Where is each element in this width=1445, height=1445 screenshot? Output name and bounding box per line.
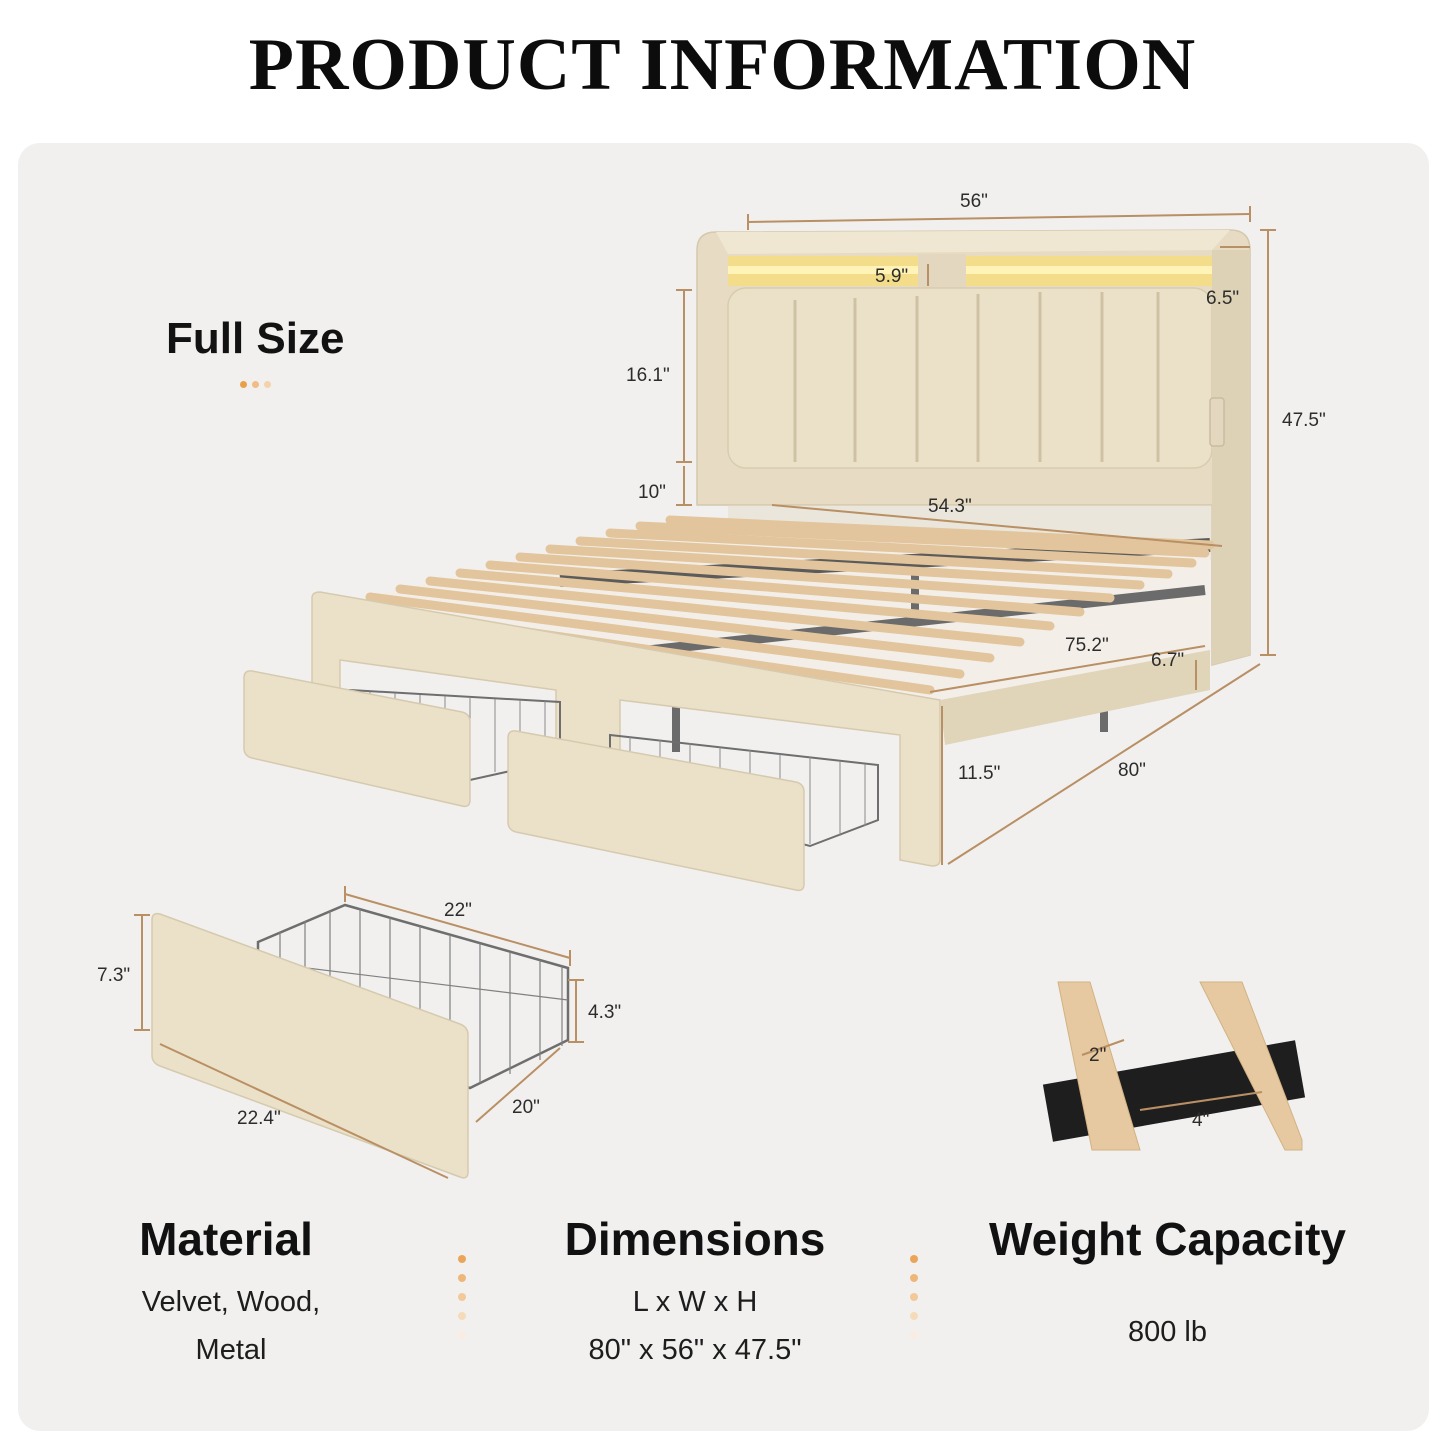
usb-port <box>1209 397 1225 447</box>
dim-inner-length: 75.2" <box>1065 635 1109 656</box>
dim-shelf-height: 5.9" <box>875 266 909 287</box>
dim-shelf-depth: 6.5" <box>1206 288 1240 309</box>
dim-front-height: 7.3" <box>97 965 131 986</box>
spec-weight-value: 800 lb <box>1127 1316 1207 1348</box>
dim-front-length: 22.4" <box>237 1108 281 1129</box>
drawer-left-front <box>243 670 471 808</box>
drawer-detail-illustration <box>134 886 584 1179</box>
drawer-detail-front <box>151 912 469 1179</box>
dim-inner-width: 54.3" <box>928 496 972 517</box>
spec-material-line1: Velvet, Wood, <box>141 1286 321 1318</box>
dim-clearance: 6.7" <box>1151 650 1185 671</box>
side-rail <box>940 650 1210 745</box>
dim-basket-depth: 20" <box>512 1097 540 1118</box>
spec-material-title: Material <box>139 1213 313 1265</box>
drawer-right-front <box>507 730 805 892</box>
page-title: PRODUCT INFORMATION <box>248 24 1197 106</box>
size-label-dots <box>240 375 276 393</box>
dim-basket-width: 22" <box>444 900 472 921</box>
dim-frame-height: 11.5" <box>958 763 1001 784</box>
headboard-panel <box>727 287 1213 469</box>
dim-headboard-gap: 10" <box>638 482 666 503</box>
spec-dimensions-title: Dimensions <box>564 1213 826 1265</box>
dim-slat-gap: 4" <box>1192 1110 1210 1131</box>
dim-basket-height: 4.3" <box>588 1002 622 1023</box>
dim-headboard-panel: 16.1" <box>626 365 670 386</box>
dim-top-width: 56" <box>960 191 988 212</box>
bed-illustration <box>243 206 1276 892</box>
dim-total-length: 80" <box>1118 760 1146 781</box>
divider-dots-right <box>909 1255 919 1350</box>
spec-material-line2: Metal <box>195 1334 267 1366</box>
spec-dimensions-line1: L x W x H <box>632 1286 758 1318</box>
divider-dots-left <box>457 1255 467 1350</box>
slat-detail-illustration <box>1042 981 1306 1151</box>
drawer-right <box>507 730 879 892</box>
spec-weight-title: Weight Capacity <box>989 1213 1346 1265</box>
spec-dimensions-line2: 80" x 56" x 47.5" <box>588 1334 802 1366</box>
dim-total-height: 47.5" <box>1282 410 1326 431</box>
dim-slat-width: 2" <box>1089 1045 1107 1066</box>
bed-dimension-lines <box>676 206 1276 865</box>
size-label: Full Size <box>166 314 345 363</box>
headboard-shelf <box>716 230 1230 254</box>
